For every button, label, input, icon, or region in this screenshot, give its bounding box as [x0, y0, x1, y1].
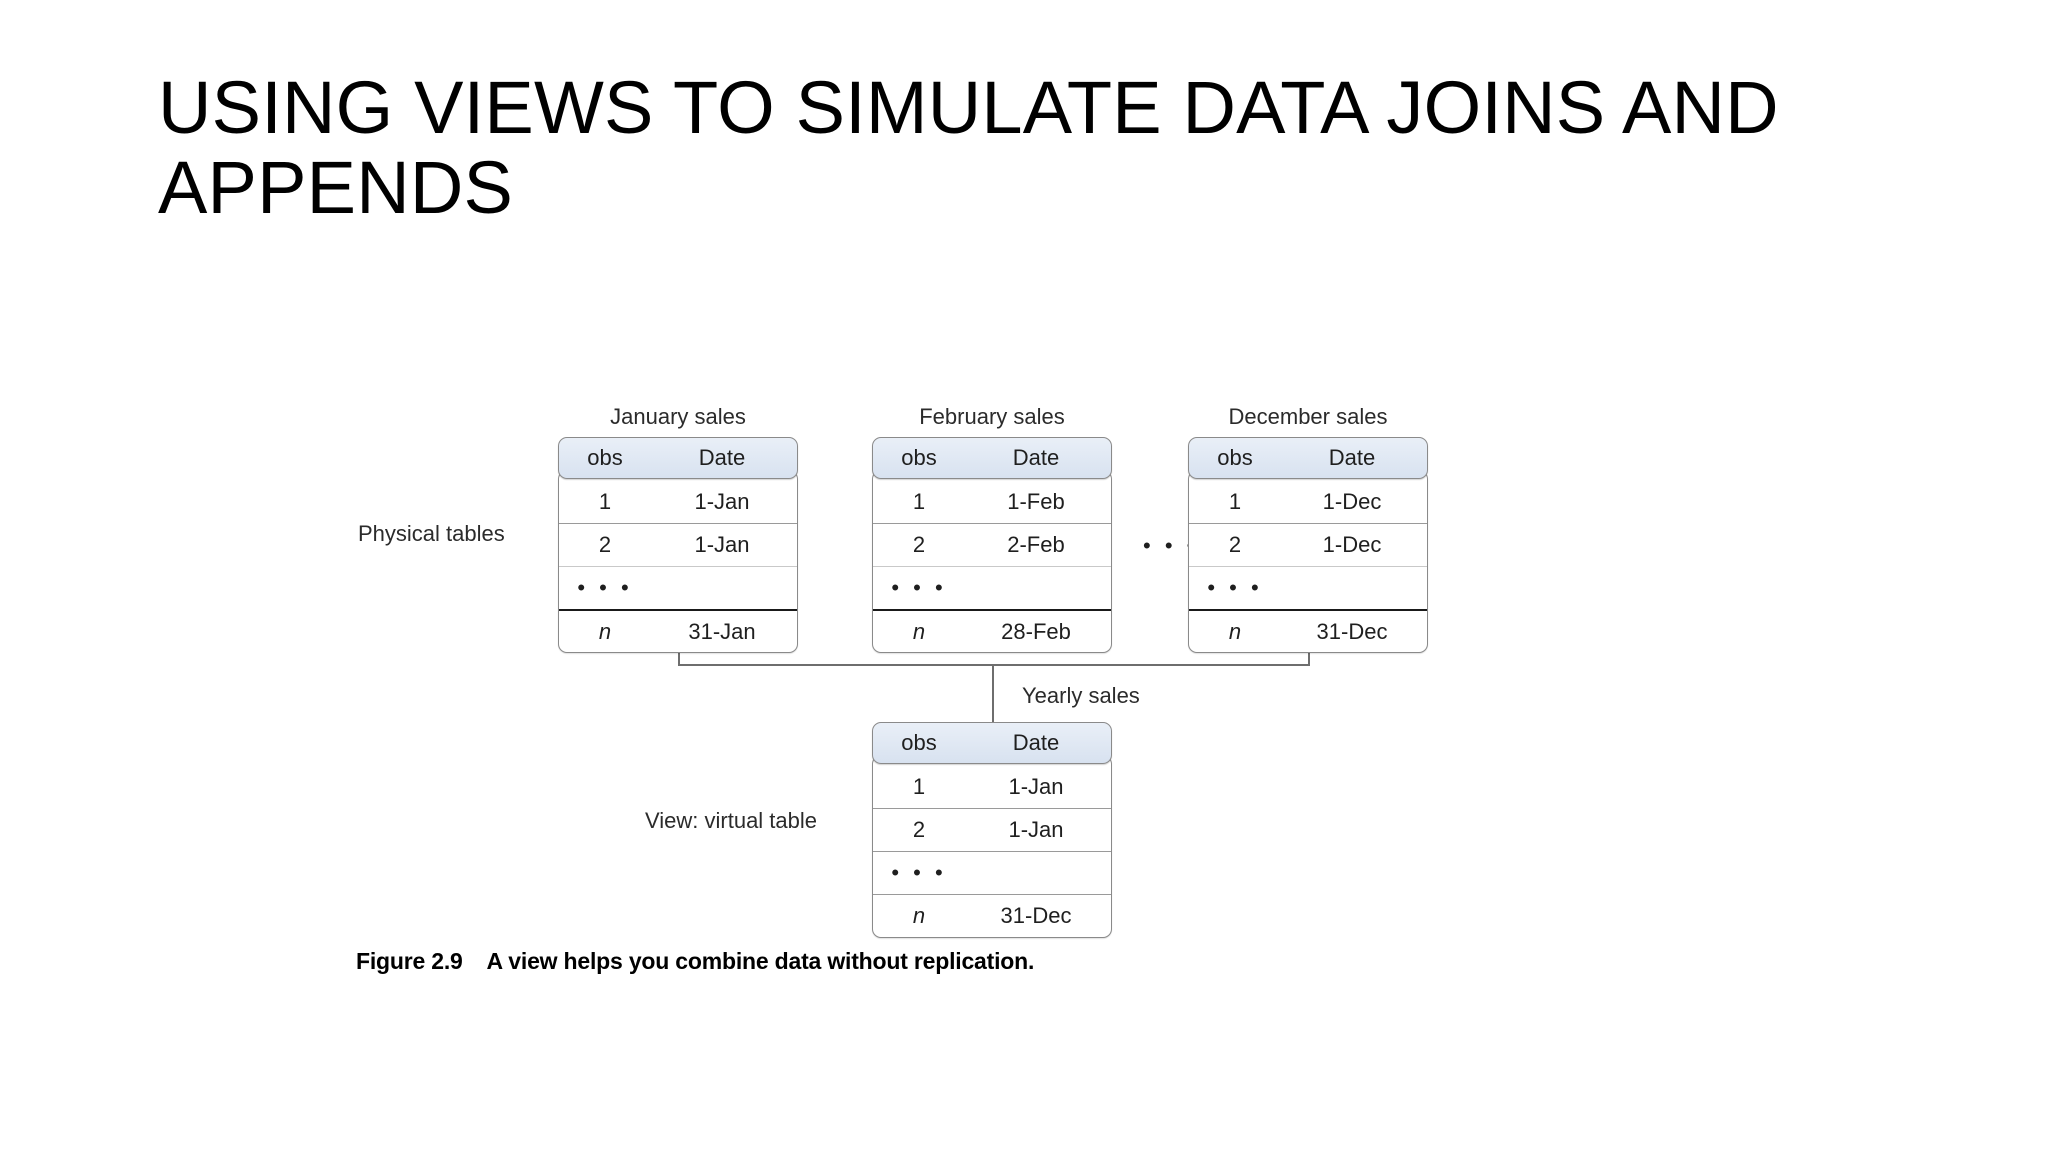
table-row: 2 1-Dec: [1189, 523, 1427, 566]
label-physical-tables: Physical tables: [358, 521, 505, 546]
cell-obs: n: [912, 903, 926, 928]
table-title-december: December sales: [1228, 404, 1388, 429]
table-row-ellipsis: • • •: [873, 566, 1111, 609]
column-header-date: Date: [1012, 730, 1060, 755]
table-yearly-sales-view: obs Date 1 1-Jan 2 1-Jan • • • n 31-Dec: [872, 722, 1112, 938]
table-row: n 31-Jan: [559, 609, 797, 652]
column-header-date: Date: [698, 445, 746, 470]
cell-obs: n: [912, 618, 926, 644]
cell-obs: 1: [912, 773, 926, 799]
cell-obs: n: [598, 618, 612, 644]
cell-date: 28-Feb: [1001, 618, 1071, 644]
label-view-virtual-table: View: virtual table: [645, 808, 818, 833]
cell-obs: 1: [598, 488, 612, 514]
table-january-sales: obs Date 1 1-Jan 2 1-Jan • • • n 31-Jan: [558, 437, 798, 653]
cell-obs: 2: [912, 532, 926, 557]
table-title-february: February sales: [919, 404, 1065, 429]
table-row: n 28-Feb: [873, 609, 1111, 652]
table-row: 1 1-Jan: [559, 480, 797, 523]
column-header-obs: obs: [901, 730, 937, 755]
table-february-sales: obs Date 1 1-Feb 2 2-Feb • • • n 28-Feb: [872, 437, 1112, 653]
cell-date: 1-Jan: [1008, 817, 1064, 842]
cell-date: 31-Dec: [1316, 618, 1388, 644]
table-title-yearly: Yearly sales: [1022, 683, 1140, 708]
table-header-row: obs Date: [558, 437, 798, 479]
column-header-date: Date: [1328, 445, 1376, 470]
table-row: 1 1-Feb: [873, 480, 1111, 523]
column-header-obs: obs: [901, 445, 937, 470]
cell-obs-ellipsis: • • •: [891, 860, 947, 885]
table-december-sales: obs Date 1 1-Dec 2 1-Dec • • • n 31-Dec: [1188, 437, 1428, 653]
cell-date: 1-Jan: [694, 532, 750, 557]
cell-obs: 2: [1228, 532, 1242, 557]
table-row: 1 1-Jan: [873, 765, 1111, 808]
cell-date: 31-Dec: [1000, 903, 1072, 928]
table-row-ellipsis: • • •: [1189, 566, 1427, 609]
cell-obs: 2: [598, 532, 612, 557]
cell-obs-ellipsis: • • •: [1207, 575, 1263, 600]
table-row: n 31-Dec: [873, 894, 1111, 937]
table-row-ellipsis: • • •: [559, 566, 797, 609]
cell-obs: 1: [1228, 488, 1242, 514]
cell-obs: 2: [912, 817, 926, 842]
figure-caption: Figure 2.9 A view helps you combine data…: [356, 948, 1035, 974]
table-row: n 31-Dec: [1189, 609, 1427, 652]
cell-obs-ellipsis: • • •: [891, 575, 947, 600]
cell-date: 1-Feb: [1007, 488, 1065, 514]
cell-obs: 1: [912, 488, 926, 514]
table-body: 1 1-Dec 2 1-Dec • • • n 31-Dec: [1188, 470, 1428, 653]
table-title-january: January sales: [610, 404, 746, 429]
table-row: 1 1-Dec: [1189, 480, 1427, 523]
table-row: 2 1-Jan: [559, 523, 797, 566]
table-header-row: obs Date: [872, 437, 1112, 479]
table-body: 1 1-Jan 2 1-Jan • • • n 31-Jan: [558, 470, 798, 653]
table-body: 1 1-Jan 2 1-Jan • • • n 31-Dec: [872, 755, 1112, 938]
cell-date: 1-Jan: [694, 488, 750, 514]
tables-ellipsis: • • •: [1143, 533, 1199, 558]
cell-date: 2-Feb: [1007, 532, 1065, 557]
cell-date: 1-Dec: [1322, 488, 1382, 514]
table-body: 1 1-Feb 2 2-Feb • • • n 28-Feb: [872, 470, 1112, 653]
cell-obs-ellipsis: • • •: [577, 575, 633, 600]
cell-obs: n: [1228, 618, 1242, 644]
table-row: 2 1-Jan: [873, 808, 1111, 851]
table-header-row: obs Date: [1188, 437, 1428, 479]
column-header-date: Date: [1012, 445, 1060, 470]
cell-date: 1-Jan: [1008, 773, 1064, 799]
page-title: USING VIEWS TO SIMULATE DATA JOINS AND A…: [158, 66, 1796, 229]
connector-line-to-view: [992, 664, 994, 722]
table-row: 2 2-Feb: [873, 523, 1111, 566]
cell-date: 31-Jan: [688, 618, 756, 644]
connector-line-horizontal: [678, 664, 1310, 666]
column-header-obs: obs: [587, 445, 623, 470]
column-header-obs: obs: [1217, 445, 1253, 470]
cell-date: 1-Dec: [1322, 532, 1382, 557]
table-row-ellipsis: • • •: [873, 851, 1111, 894]
table-header-row: obs Date: [872, 722, 1112, 764]
